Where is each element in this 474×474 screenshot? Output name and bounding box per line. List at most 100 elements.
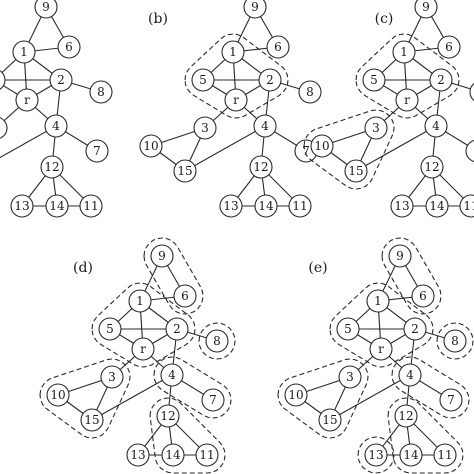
cluster-outline-d-4 <box>153 356 232 419</box>
node-circle <box>443 329 467 353</box>
node-circle <box>338 365 362 389</box>
node-13: 13 <box>126 443 150 467</box>
node-circle <box>0 70 6 90</box>
node-label: 2 <box>266 73 274 87</box>
node-15: 15 <box>318 408 342 432</box>
node-label: 13 <box>223 199 238 213</box>
node-label: 4 <box>168 368 176 382</box>
node-circle <box>364 443 388 467</box>
node-circle <box>429 68 453 92</box>
node-10: 10 <box>46 383 70 407</box>
node-circle <box>362 68 386 92</box>
node-1: 1 <box>392 40 416 64</box>
node-label: 9 <box>422 0 430 14</box>
node-circle <box>411 284 435 308</box>
node-label: 14 <box>429 199 445 213</box>
node-10: 10 <box>310 134 334 158</box>
node-circle <box>439 388 463 412</box>
node-8: 8 <box>469 82 474 102</box>
node-circle <box>139 134 163 158</box>
node-3: 3 <box>338 365 362 389</box>
node-label: 13 <box>14 199 29 213</box>
node-circle <box>344 159 368 183</box>
node-circle <box>85 139 109 163</box>
cluster-outline-d-3 <box>39 358 131 439</box>
node-circle <box>195 443 219 467</box>
node-circle <box>191 68 215 92</box>
cluster-outline-d-1 <box>91 282 196 368</box>
node-label: 13 <box>368 448 383 462</box>
node-label: 3 <box>372 121 380 135</box>
node-circle <box>160 363 184 387</box>
node-13: 13 <box>364 443 388 467</box>
node-label: 10 <box>288 388 303 402</box>
node-label: 15 <box>84 413 99 427</box>
node-label: 1 <box>229 45 237 59</box>
node-label: 10 <box>50 388 65 402</box>
node-circle <box>173 159 197 183</box>
node-label: 8 <box>451 334 459 348</box>
node-6: 6 <box>266 35 290 59</box>
edge-15-4 <box>91 374 173 421</box>
cluster-outline-e-2 <box>436 322 474 360</box>
node-label: 11 <box>83 199 98 213</box>
panel-label: (d) <box>73 260 93 276</box>
edge-15-4 <box>0 125 57 159</box>
node-circle <box>425 194 449 218</box>
node-15: 15 <box>344 159 368 183</box>
cluster-outline-c-1 <box>303 109 395 190</box>
node-11: 11 <box>79 194 103 218</box>
node-13: 13 <box>219 194 243 218</box>
node-circle <box>465 139 474 163</box>
node-7: 7 <box>201 388 225 412</box>
node-label: 11 <box>292 199 307 213</box>
node-circle <box>403 317 427 341</box>
node-9: 9 <box>414 0 438 19</box>
node-5: 5 <box>336 317 360 341</box>
cluster-outline-e-1 <box>329 282 434 368</box>
node-label: 3 <box>108 370 116 384</box>
node-9: 9 <box>243 0 267 19</box>
node-label: 8 <box>213 334 221 348</box>
node-1: 1 <box>366 289 390 313</box>
node-label: 12 <box>424 160 439 174</box>
node-4: 4 <box>253 114 277 138</box>
node-label: 9 <box>396 249 404 263</box>
node-9: 9 <box>388 244 412 268</box>
node-circle <box>46 383 70 407</box>
cluster-outline-d-0 <box>143 237 204 315</box>
node-circle <box>284 383 308 407</box>
node-label: 5 <box>370 73 378 87</box>
node-circle <box>10 194 34 218</box>
node-label: 2 <box>173 322 181 336</box>
node-4: 4 <box>160 363 184 387</box>
node-1: 1 <box>12 40 36 64</box>
node-label: 13 <box>130 448 145 462</box>
node-6: 6 <box>57 35 81 59</box>
node-circle <box>193 116 217 140</box>
node-circle <box>224 88 248 112</box>
edge-15-4 <box>184 125 266 172</box>
cluster-outline-e-5 <box>387 397 464 474</box>
node-circle <box>79 194 103 218</box>
node-label: 4 <box>406 368 414 382</box>
node-label: 14 <box>49 199 65 213</box>
node-12: 12 <box>420 155 444 179</box>
node-10: 10 <box>284 383 308 407</box>
cluster-outline-c-0 <box>355 33 460 119</box>
node-label: 15 <box>348 164 363 178</box>
node-15: 15 <box>173 159 197 183</box>
node-label: 10 <box>314 139 329 153</box>
node-label: 1 <box>20 45 28 59</box>
node-circle <box>364 116 388 140</box>
node-circle <box>469 82 474 102</box>
node-circle <box>369 337 393 361</box>
node-8: 8 <box>298 80 322 104</box>
cluster-outline-d-5 <box>149 397 226 474</box>
node-8: 8 <box>89 80 113 104</box>
node-circle <box>459 194 474 218</box>
node-label: 7 <box>209 393 217 407</box>
